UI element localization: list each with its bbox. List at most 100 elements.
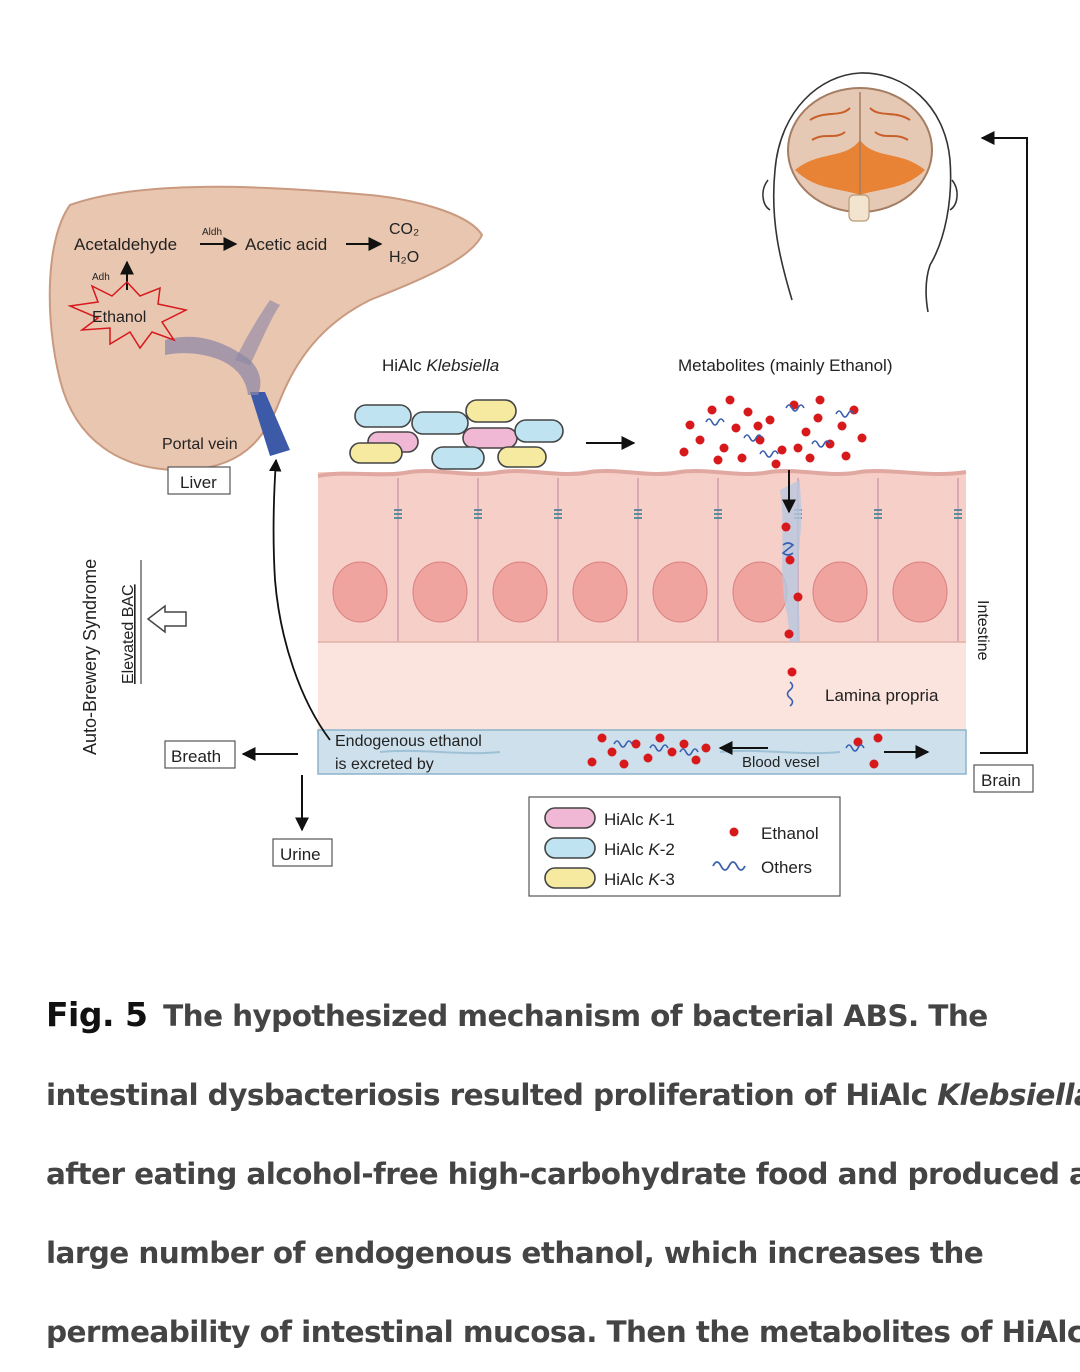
brush-border bbox=[317, 469, 967, 478]
liver-box-label: Liver bbox=[180, 473, 217, 492]
breath-box-label: Breath bbox=[171, 747, 221, 766]
other-metabolite bbox=[835, 410, 855, 418]
brain-box-label: Brain bbox=[981, 771, 1021, 790]
other-metabolite bbox=[649, 744, 669, 752]
head-brain-illustration bbox=[762, 72, 958, 313]
bacteria-label: HiAlc Klebsiella bbox=[382, 356, 499, 375]
aldh-label: Aldh bbox=[202, 227, 222, 238]
ethanol-molecule bbox=[837, 421, 847, 431]
acetic-acid-label: Acetic acid bbox=[245, 235, 327, 254]
legend-ethanol-dot bbox=[729, 827, 739, 837]
metabolites-label: Metabolites (mainly Ethanol) bbox=[678, 356, 892, 375]
other-metabolite bbox=[785, 404, 805, 412]
ethanol-molecule bbox=[777, 445, 787, 455]
legend: HiAlc K-1 HiAlc K-2 HiAlc K-3 Ethanol Ot… bbox=[528, 796, 841, 897]
ethanol-molecule bbox=[619, 759, 629, 769]
tight-junction bbox=[554, 509, 562, 519]
other-metabolite bbox=[786, 681, 794, 707]
ethanol-molecule bbox=[587, 757, 597, 767]
tight-junction bbox=[634, 509, 642, 519]
lamina-propria-band bbox=[318, 642, 966, 730]
tight-junction bbox=[954, 509, 962, 519]
ethanol-molecule bbox=[655, 733, 665, 743]
ethanol-molecule bbox=[805, 453, 815, 463]
caption-text-1: The hypothesized mechanism of bacterial … bbox=[163, 999, 988, 1033]
caption-line-5: permeability of intestinal mucosa. Then … bbox=[46, 1315, 1080, 1349]
portal-vein-label: Portal vein bbox=[162, 436, 238, 453]
tight-junction bbox=[474, 509, 482, 519]
acetaldehyde-label: Acetaldehyde bbox=[74, 235, 177, 254]
cell-nucleus bbox=[492, 561, 548, 623]
portal-return-arrow bbox=[268, 458, 331, 741]
ethanol-molecule bbox=[784, 629, 794, 639]
bacterium-k2 bbox=[411, 411, 469, 435]
ethanol-molecule bbox=[787, 667, 797, 677]
bacterium-k2 bbox=[431, 446, 485, 470]
liver-illustration: Acetaldehyde Aldh Acetic acid CO₂ H₂O Ad… bbox=[48, 185, 484, 495]
cell-nucleus bbox=[332, 561, 388, 623]
ethanol-molecule bbox=[737, 453, 747, 463]
elevated-bac-label: Elevated BAC bbox=[120, 584, 137, 684]
breath-box bbox=[164, 740, 236, 769]
leaking-ethanol bbox=[781, 522, 803, 707]
metabolite-cloud bbox=[679, 395, 867, 469]
caption-line-4: large number of endogenous ethanol, whic… bbox=[46, 1236, 984, 1270]
mechanism-figure: Acetaldehyde Aldh Acetic acid CO₂ H₂O Ad… bbox=[48, 72, 1034, 897]
ethanol-molecule bbox=[685, 420, 695, 430]
ethanol-molecule bbox=[853, 737, 863, 747]
ethanol-burst bbox=[67, 280, 189, 350]
h2o-label: H₂O bbox=[389, 249, 419, 266]
other-metabolite bbox=[679, 748, 699, 756]
caption-italic-klebsiella: Klebsiella bbox=[937, 1078, 1080, 1112]
tight-junction bbox=[394, 509, 402, 519]
brain-box bbox=[973, 764, 1034, 793]
epithelium-band bbox=[318, 472, 966, 642]
urine-box-label: Urine bbox=[280, 845, 321, 864]
figure-caption: Fig. 5 The hypothesized mechanism of bac… bbox=[46, 975, 1080, 1372]
hollow-arrow bbox=[146, 604, 187, 634]
ethanol-molecule bbox=[695, 435, 705, 445]
excreted-line1: Endogenous ethanol bbox=[335, 733, 482, 750]
ethanol-molecule bbox=[781, 522, 791, 532]
legend-k2-label: HiAlc K-2 bbox=[604, 840, 675, 859]
urine-box bbox=[272, 838, 333, 867]
ethanol-molecule bbox=[743, 407, 753, 417]
ethanol-molecule bbox=[719, 443, 729, 453]
ethanol-molecule bbox=[753, 421, 763, 431]
ethanol-molecule bbox=[731, 423, 741, 433]
abs-label: Auto-Brewery Syndrome bbox=[80, 559, 100, 755]
ethanol-molecule bbox=[725, 395, 735, 405]
caption-line-1: Fig. 5 The hypothesized mechanism of bac… bbox=[46, 975, 1046, 1056]
legend-ethanol-label: Ethanol bbox=[761, 824, 819, 843]
bacterium-k2 bbox=[354, 404, 412, 428]
ethanol-molecule bbox=[801, 427, 811, 437]
brain-arrow bbox=[980, 131, 1028, 754]
ethanol-molecule bbox=[701, 743, 711, 753]
adh-label: Adh bbox=[92, 272, 110, 283]
legend-others-squiggle bbox=[712, 861, 746, 871]
legend-others-label: Others bbox=[761, 858, 812, 877]
ethanol-molecule bbox=[857, 433, 867, 443]
ethanol-molecule bbox=[713, 455, 723, 465]
caption-text-2: intestinal dysbacteriosis resulted proli… bbox=[46, 1078, 938, 1112]
ethanol-molecule bbox=[597, 733, 607, 743]
ethanol-molecule bbox=[841, 451, 851, 461]
portal-vein bbox=[250, 392, 290, 456]
other-metabolite bbox=[811, 440, 831, 448]
other-metabolite bbox=[845, 744, 865, 752]
ethanol-molecule bbox=[691, 755, 701, 765]
bacterium-k3 bbox=[497, 446, 547, 468]
blood-vessel-label: Blood vesel bbox=[742, 754, 820, 771]
legend-k1-swatch bbox=[544, 807, 596, 829]
bacteria-cluster: HiAlc Klebsiella bbox=[349, 356, 564, 470]
ethanol-molecule bbox=[815, 395, 825, 405]
ethanol-molecule bbox=[679, 739, 689, 749]
cell-nucleus bbox=[812, 561, 868, 623]
legend-k3-swatch bbox=[544, 867, 596, 889]
ethanol-molecule bbox=[667, 747, 677, 757]
intestinal-epithelium bbox=[317, 469, 967, 775]
ethanol-molecule bbox=[873, 733, 883, 743]
bacterium-k3 bbox=[465, 399, 517, 423]
blood-ethanol bbox=[587, 733, 883, 769]
ethanol-molecule bbox=[607, 747, 617, 757]
